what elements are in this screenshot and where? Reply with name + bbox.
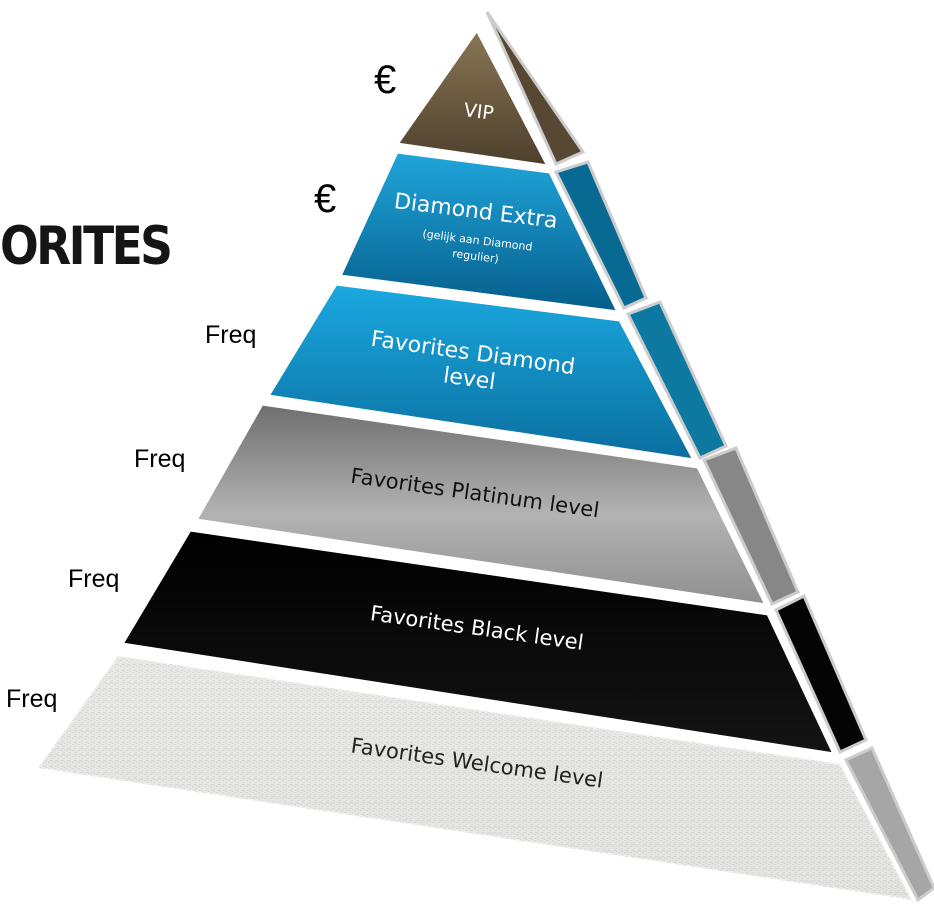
level-platinum-side-face (701, 446, 800, 606)
level-welcome: Favorites Welcome level (35, 654, 934, 903)
level-vip-front-face (394, 27, 551, 168)
favorites-logo: ORITES (0, 212, 190, 282)
level-vip: VIP (394, 11, 586, 168)
level-diamond: Favorites Diamondlevel (265, 282, 728, 462)
level-diamond-front-face (265, 282, 697, 462)
level-black-side-face (774, 593, 868, 754)
side-label-black: Freq (68, 565, 120, 593)
level-welcome-side-face (843, 745, 934, 903)
level-platinum: Favorites Platinum level (193, 402, 800, 607)
level-diamond-side-face (625, 300, 728, 460)
level-vip-title: VIP (462, 99, 495, 124)
logo-text: ORITES (0, 216, 173, 277)
side-label-platinum: Freq (134, 445, 186, 473)
level-black-front-face (119, 528, 837, 756)
side-label-vip: € (374, 58, 397, 102)
welcome-texture (38, 656, 912, 900)
level-black: Favorites Black level (119, 528, 868, 756)
level-platinum-front-face (193, 402, 769, 607)
side-label-diamond: Freq (205, 321, 257, 349)
level-diamond-extra-side-face (553, 160, 648, 310)
side-label-diamond-extra: € (314, 177, 337, 221)
level-diamond-extra: Diamond Extra(gelijk aan Diamondregulier… (337, 150, 648, 314)
side-label-welcome: Freq (6, 685, 58, 713)
level-diamond-extra-front-face (337, 150, 621, 314)
level-vip-side-face (485, 11, 586, 166)
